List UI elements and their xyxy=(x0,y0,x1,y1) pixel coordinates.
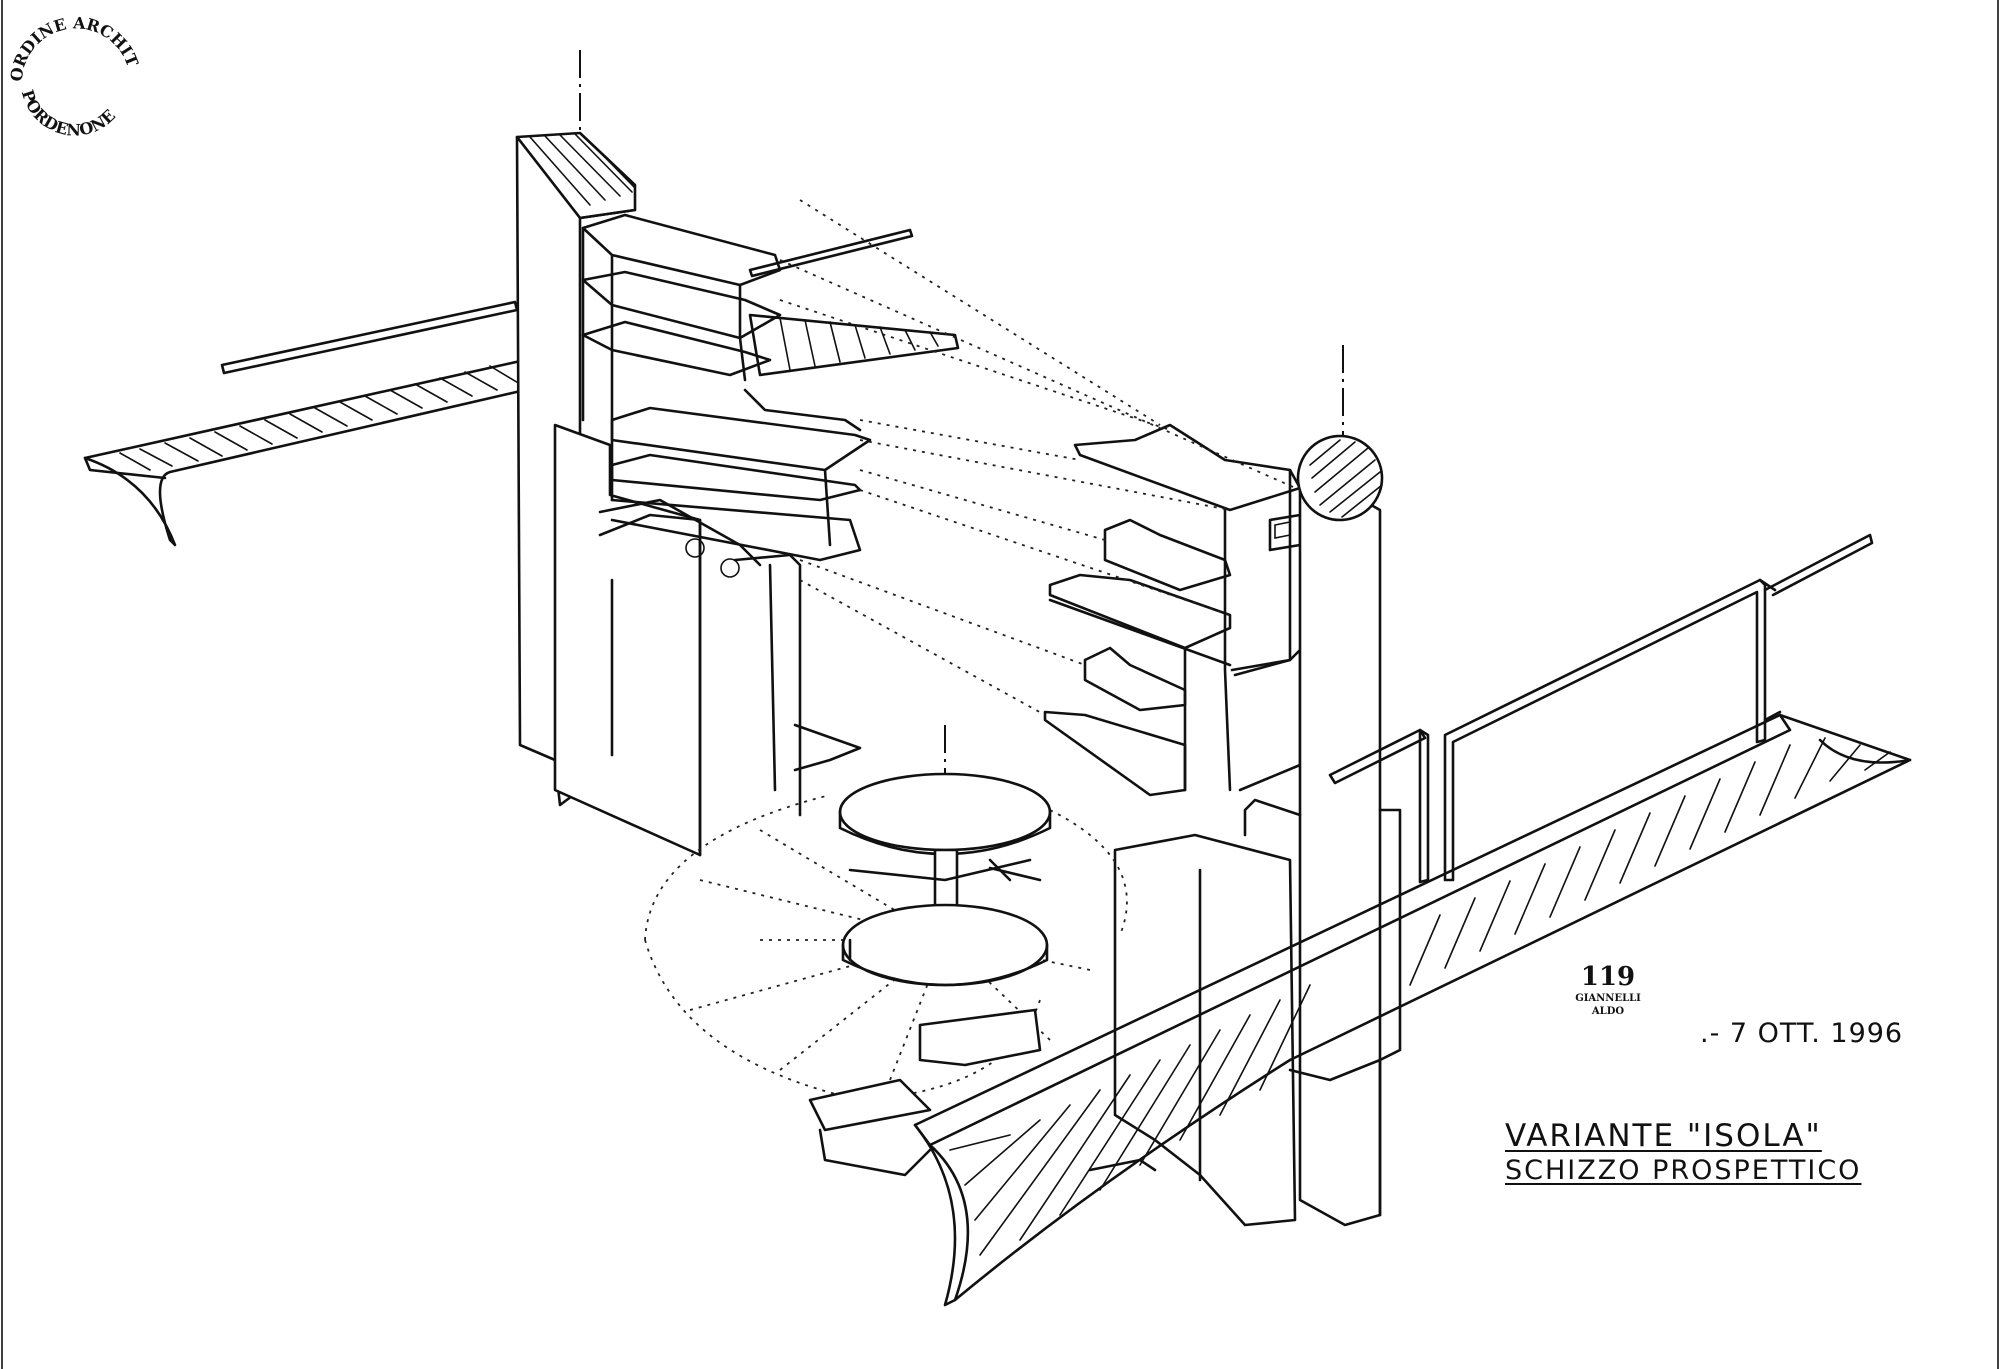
seal-bottom-text: PORDENONE xyxy=(18,88,119,140)
right-column xyxy=(1296,345,1384,1227)
left-tower xyxy=(515,50,702,857)
round-table xyxy=(644,725,1128,1101)
step-fragments xyxy=(808,1008,1157,1177)
left-walkway xyxy=(83,358,527,547)
seal-number: 119 xyxy=(1580,962,1636,992)
drawing-title: VARIANTE "ISOLA" xyxy=(1505,1118,1822,1154)
left-handrail xyxy=(220,300,519,375)
architect-seal: ORDINE ARCHITETTI PORDENONE xyxy=(0,0,142,140)
right-walkway xyxy=(913,713,1912,1307)
drawing-date: .- 7 OTT. 1996 xyxy=(1700,1018,1904,1049)
seal-name-surname: GIANNELLI xyxy=(1575,993,1641,1004)
seal-center: 119 GIANNELLI ALDO xyxy=(1558,962,1658,1018)
left-cabinet xyxy=(598,498,862,772)
seal-name-first: ALDO xyxy=(1591,1006,1625,1017)
left-shelving xyxy=(581,213,872,817)
seal-ring-text: ORDINE ARCHITETTI xyxy=(0,0,142,83)
drawing-subtitle: SCHIZZO PROSPETTICO xyxy=(1505,1155,1862,1186)
right-cabinet xyxy=(1113,798,1402,1227)
right-shelving xyxy=(1043,423,1302,797)
right-handrail xyxy=(1328,533,1874,884)
construction-lines xyxy=(779,199,1301,716)
rear-walkway xyxy=(748,228,960,377)
